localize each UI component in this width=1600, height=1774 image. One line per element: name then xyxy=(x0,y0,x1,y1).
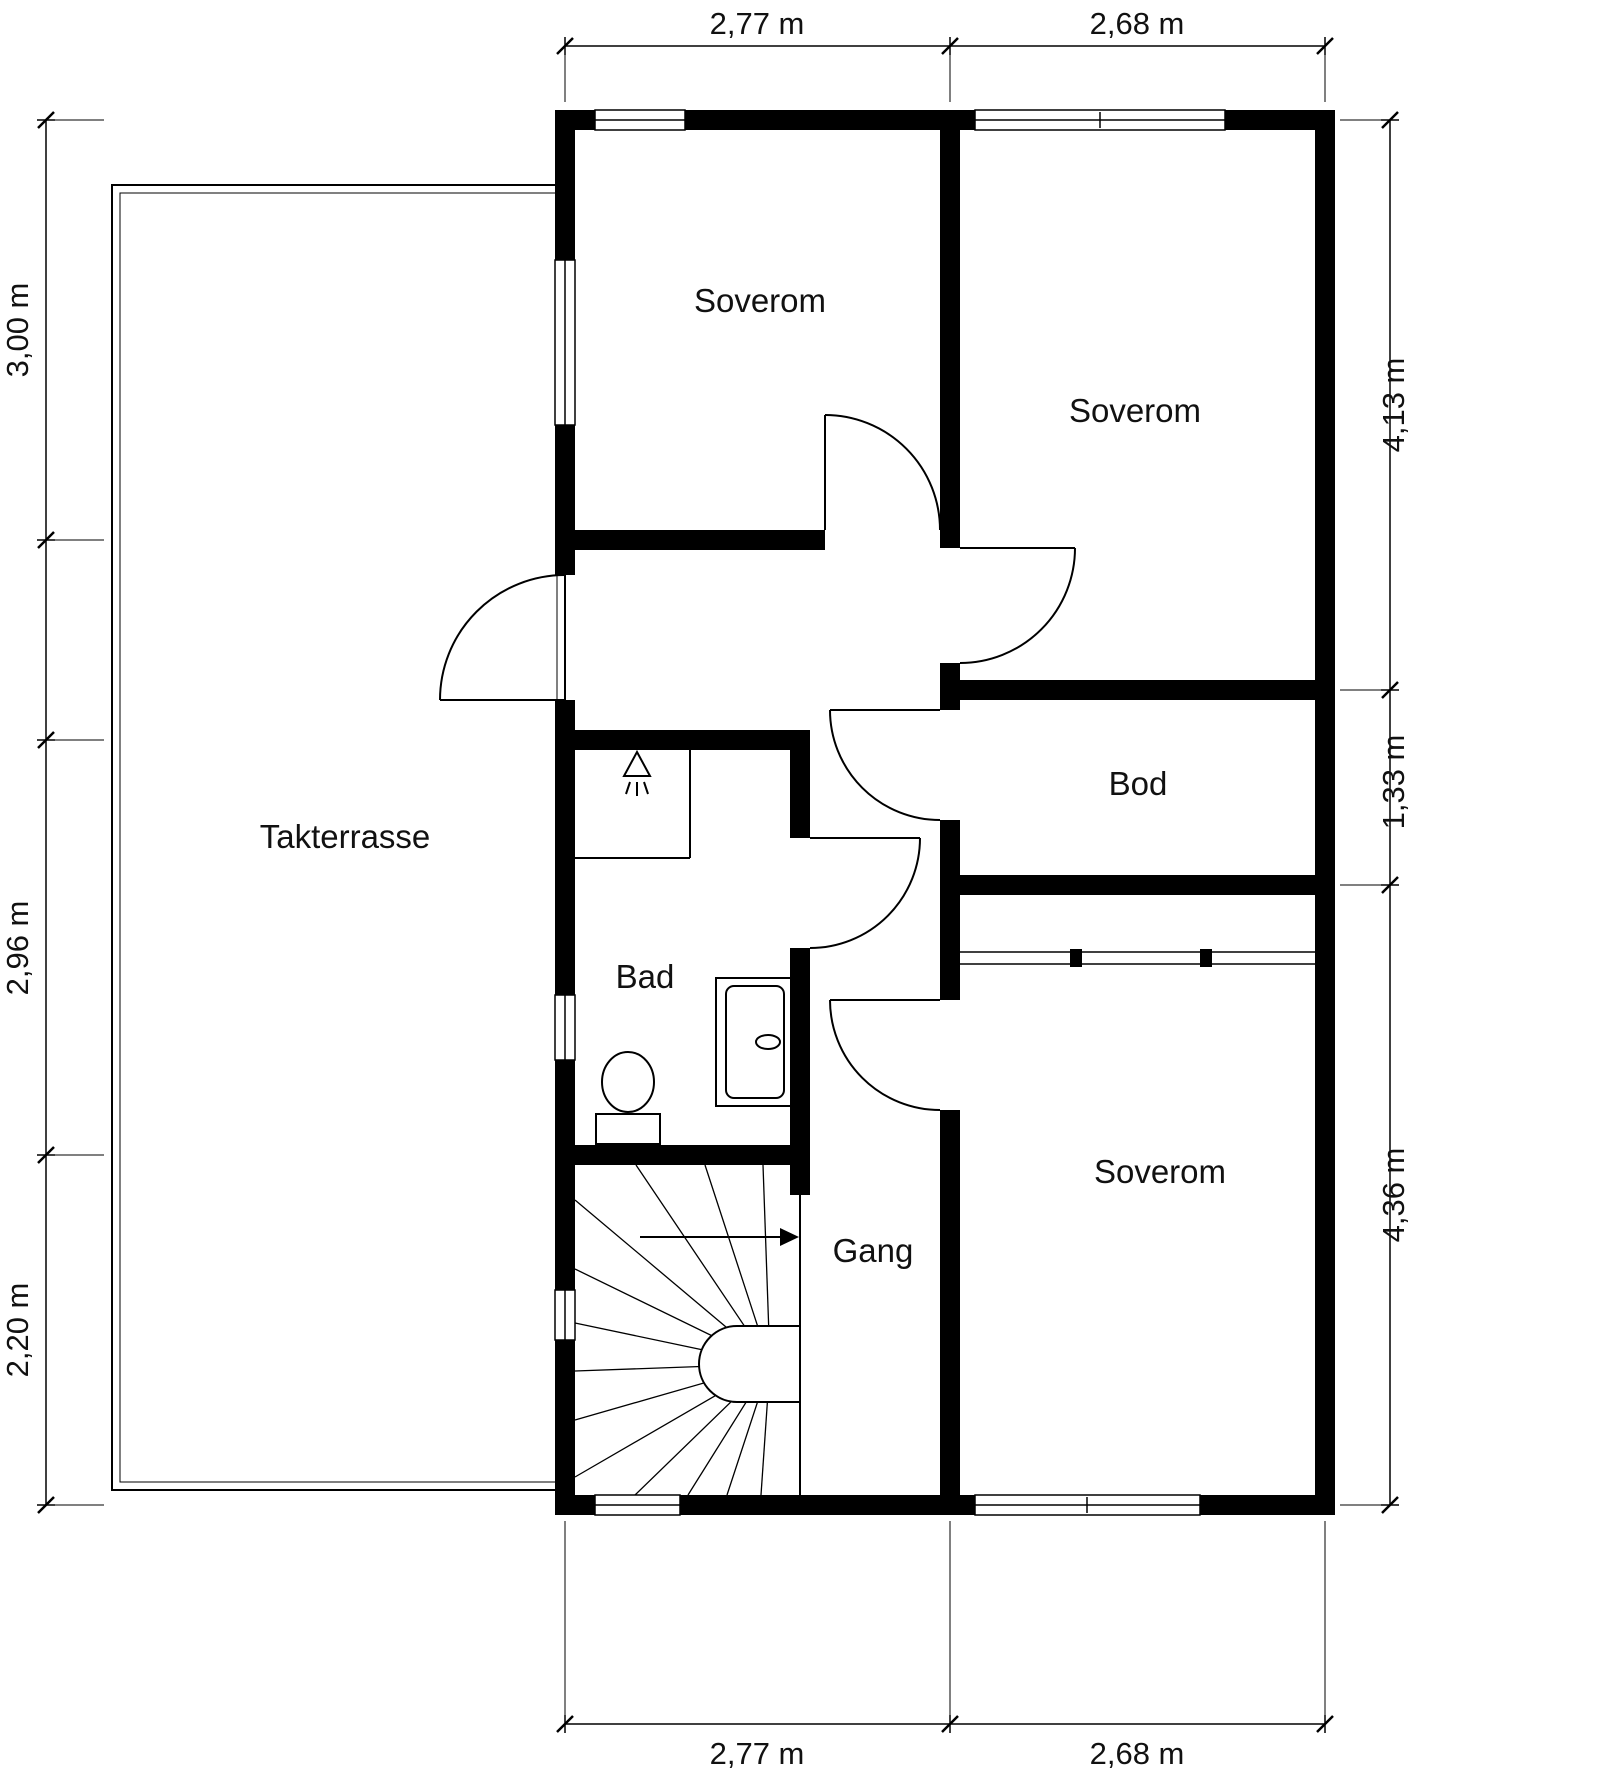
wall-left-seg xyxy=(555,1340,575,1515)
stair-direction-arrow xyxy=(640,1228,799,1246)
dim-label-top-2: 2,68 m xyxy=(1090,6,1185,41)
shower-icon xyxy=(622,749,652,796)
door-bad xyxy=(809,837,921,949)
door-terrace xyxy=(439,574,566,701)
dim-label-bottom-2: 2,68 m xyxy=(1090,1736,1185,1771)
dim-label-left-1: 3,00 m xyxy=(0,283,35,378)
staircase xyxy=(574,1164,801,1496)
bathroom-fixtures xyxy=(575,749,793,1145)
interior-walls xyxy=(555,130,1315,1495)
door-soverom-se xyxy=(829,999,941,1111)
wall-left-seg xyxy=(555,110,575,260)
dim-label-left-3: 2,20 m xyxy=(0,1283,35,1378)
dim-label-top-1: 2,77 m xyxy=(710,6,805,41)
dimension-line-right: 4,13 m 1,33 m 4,36 m xyxy=(1340,111,1411,1514)
wall-left-seg xyxy=(555,700,575,995)
wall-soverom-nw-south xyxy=(575,530,825,550)
dimension-line-left: 3,00 m 2,96 m 2,20 m xyxy=(0,111,104,1514)
wall-bad-south xyxy=(555,1145,810,1165)
window xyxy=(554,1289,576,1341)
wall-bad-east xyxy=(790,948,810,1165)
wall-bad-east xyxy=(790,730,810,838)
dimension-line-bottom: 2,77 m 2,68 m xyxy=(556,1521,1334,1771)
wall-bad-north xyxy=(575,730,810,750)
windows xyxy=(554,109,1226,1516)
exterior-walls xyxy=(555,110,1335,1515)
window xyxy=(594,1494,681,1516)
wall-bod-north xyxy=(960,680,1315,700)
wall-bod-south xyxy=(960,875,1315,895)
wall-right xyxy=(1315,110,1335,1515)
window xyxy=(594,109,686,131)
window xyxy=(554,259,576,426)
window xyxy=(974,109,1226,131)
window xyxy=(554,994,576,1061)
knee-wall xyxy=(960,949,1315,967)
shower-partition xyxy=(575,750,691,859)
window xyxy=(974,1494,1201,1516)
wall-left-seg xyxy=(555,425,575,575)
room-label-soverom-ne: Soverom xyxy=(1069,392,1201,429)
dimension-line-top: 2,77 m 2,68 m xyxy=(556,6,1334,102)
room-label-soverom-nw: Soverom xyxy=(694,282,826,319)
room-labels: Soverom Soverom Bod Takterrasse Bad Gang… xyxy=(260,282,1226,1269)
wall-left-seg xyxy=(555,1060,575,1290)
door-soverom-nw xyxy=(824,414,941,531)
dim-label-right-1: 4,13 m xyxy=(1376,358,1411,453)
room-label-bad: Bad xyxy=(616,958,675,995)
door-soverom-ne xyxy=(959,547,1076,664)
toilet xyxy=(595,1051,661,1145)
wall-center-vertical xyxy=(940,820,960,1000)
stair-void xyxy=(698,1325,799,1403)
washbasin xyxy=(715,977,793,1107)
dim-label-right-3: 4,36 m xyxy=(1376,1148,1411,1243)
door-bod xyxy=(829,709,941,821)
wall-center-vertical xyxy=(940,130,960,548)
dim-label-bottom-1: 2,77 m xyxy=(710,1736,805,1771)
dim-label-left-2: 2,96 m xyxy=(0,901,35,996)
room-label-soverom-se: Soverom xyxy=(1094,1153,1226,1190)
room-label-takterrasse: Takterrasse xyxy=(260,818,431,855)
room-label-bod: Bod xyxy=(1109,765,1168,802)
room-label-gang: Gang xyxy=(833,1232,914,1269)
dim-label-right-2: 1,33 m xyxy=(1376,735,1411,830)
wall-center-vertical xyxy=(940,663,960,710)
doors xyxy=(439,414,1076,1111)
wall-center-vertical xyxy=(940,1110,960,1495)
